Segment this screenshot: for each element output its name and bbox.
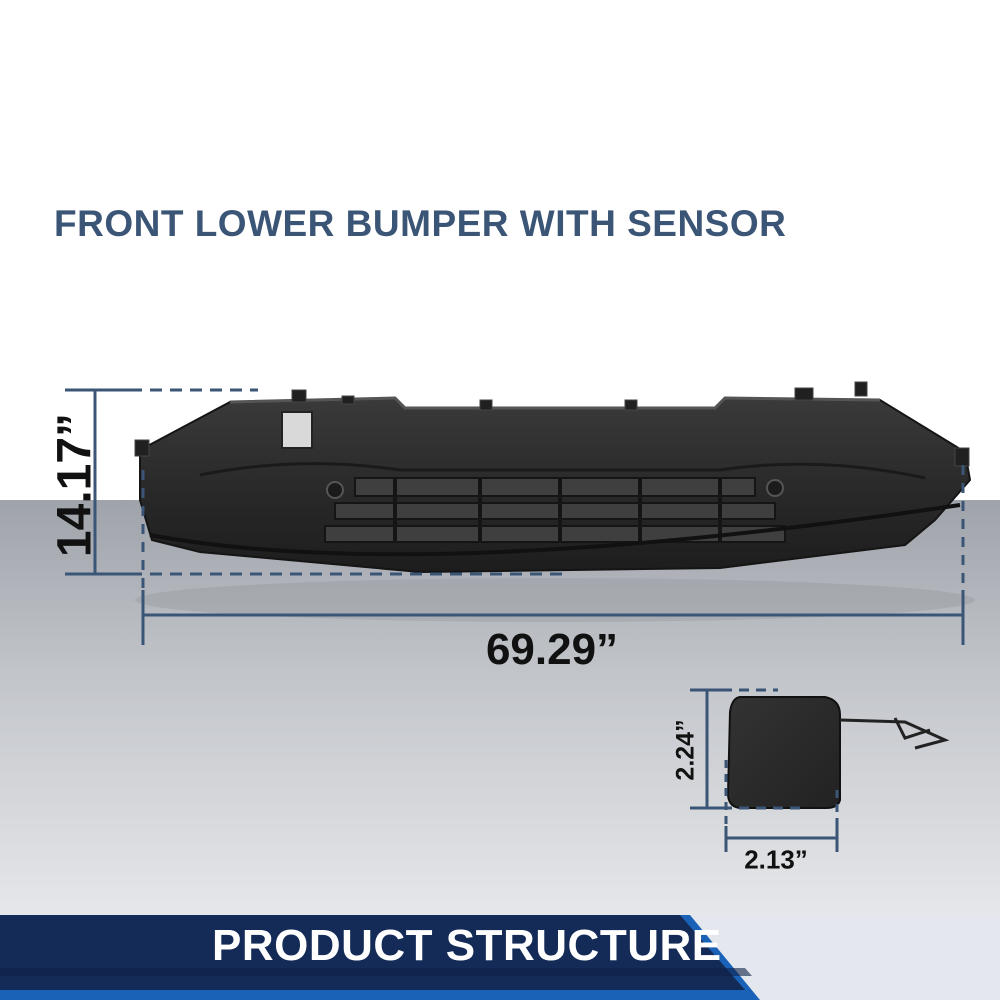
tow-hook-cover xyxy=(726,696,950,809)
cap-height-label: 2.24” xyxy=(671,719,700,781)
cap-dimension-lines xyxy=(690,688,839,852)
lower-bumper xyxy=(134,381,972,574)
footer-banner xyxy=(0,915,1000,1000)
banner-title: PRODUCT STRUCTURE xyxy=(212,921,722,970)
cap-width-label: 2.13” xyxy=(744,844,808,875)
page-title: FRONT LOWER BUMPER WITH SENSOR xyxy=(54,203,787,244)
bumper-width-label: 69.29” xyxy=(485,625,619,674)
bumper-height-label: 14.17” xyxy=(48,412,102,558)
bumper-dimension-lines xyxy=(65,388,965,645)
